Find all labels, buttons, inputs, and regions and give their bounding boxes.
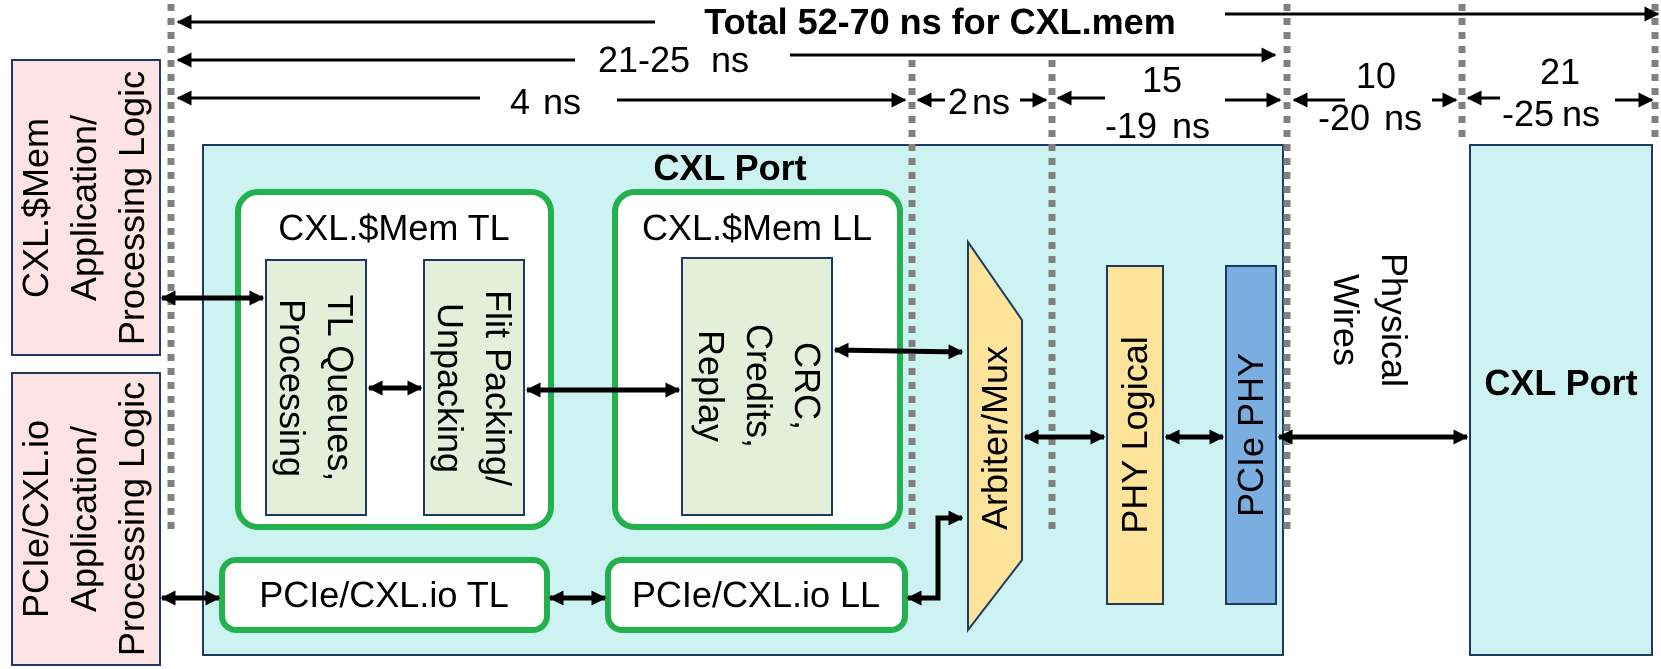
arbiter-mux-label: Arbiter/Mux: [974, 346, 1015, 530]
span-15-line1: 15: [1142, 59, 1182, 100]
tl-queues-line2: Processing: [272, 299, 313, 477]
io-app-label: PCIe/CXL.io Application/ Processing Logi…: [15, 382, 152, 656]
total-label: Total 52-70 ns for CXL.mem: [704, 1, 1175, 42]
span-10-line2-value: -20: [1318, 97, 1370, 138]
crc-line1: CRC,: [787, 342, 828, 430]
physical-wires-label: Physical Wires: [1326, 253, 1415, 387]
tl-queues-line1: TL Queues,: [320, 295, 361, 482]
remote-cxl-port-title: CXL Port: [1484, 362, 1637, 403]
pcie-phy-label: PCIe PHY: [1230, 353, 1271, 517]
phy-logical-text: PHY Logical: [1114, 336, 1155, 533]
span-2-unit: ns: [972, 81, 1010, 122]
tl-queues-label: TL Queues, Processing: [272, 295, 361, 482]
crc-label: CRC, Credits, Replay: [691, 324, 828, 448]
arbiter-mux-shape: [967, 238, 1023, 633]
mem-ll-title: CXL.$Mem LL: [642, 207, 872, 248]
flit-line1: Flit Packing/: [478, 290, 519, 486]
io-app-line2: Application/: [63, 426, 104, 612]
phy-logical-label: PHY Logical: [1114, 336, 1155, 533]
phy-logical-box: [1106, 265, 1164, 605]
crc-line2: Credits,: [739, 324, 780, 448]
io-app-line1: PCIe/CXL.io: [15, 420, 56, 618]
tl-queues-box: [265, 259, 367, 516]
span-15-line2-value: -19: [1105, 105, 1157, 146]
flit-packing-box: [423, 259, 525, 516]
span-21-remote-line1: 21: [1540, 51, 1580, 92]
crc-line3: Replay: [691, 330, 732, 442]
io-tl-label: PCIe/CXL.io TL: [259, 574, 508, 615]
mem-app-line2: Application/: [63, 115, 104, 301]
remote-cxl-port-box: [1469, 144, 1653, 656]
wires-line1: Physical: [1374, 253, 1415, 387]
io-ll-box: [605, 557, 908, 633]
mem-app-line3: Processing Logic: [111, 71, 152, 345]
flit-line2: Unpacking: [430, 303, 471, 473]
mem-app-line1: CXL.$Mem: [15, 118, 56, 298]
cxl-port-title: CXL Port: [653, 147, 806, 188]
arbiter-mux-text: Arbiter/Mux: [974, 346, 1015, 530]
span-4-value: 4: [510, 81, 530, 122]
io-app-box: [11, 372, 161, 666]
flit-packing-label: Flit Packing/ Unpacking: [430, 290, 519, 486]
arrow-io-ll-to-mux: [906, 510, 964, 606]
span-21-remote-line2-value: -25: [1502, 93, 1554, 134]
wires-line2: Wires: [1326, 274, 1367, 366]
pcie-phy-text: PCIe PHY: [1230, 353, 1271, 517]
mem-app-label: CXL.$Mem Application/ Processing Logic: [15, 71, 152, 345]
span-21-remote-line2-unit: ns: [1562, 93, 1600, 134]
pcie-phy-box: [1225, 265, 1277, 605]
span-21-25-unit: ns: [711, 39, 749, 80]
span-15-line2-unit: ns: [1172, 105, 1210, 146]
crc-box: [681, 257, 833, 516]
io-tl-box: [219, 557, 550, 633]
span-10-line2-unit: ns: [1384, 97, 1422, 138]
io-ll-label: PCIe/CXL.io LL: [632, 574, 880, 615]
span-21-25-value: 21-25: [598, 39, 690, 80]
mem-app-box: [11, 59, 161, 356]
span-4-unit: ns: [543, 81, 581, 122]
span-2-value: 2: [948, 81, 968, 122]
span-10-line1: 10: [1356, 55, 1396, 96]
mem-tl-title: CXL.$Mem TL: [278, 207, 509, 248]
arrow-crc-to-mux: [833, 342, 964, 360]
io-app-line3: Processing Logic: [111, 382, 152, 656]
